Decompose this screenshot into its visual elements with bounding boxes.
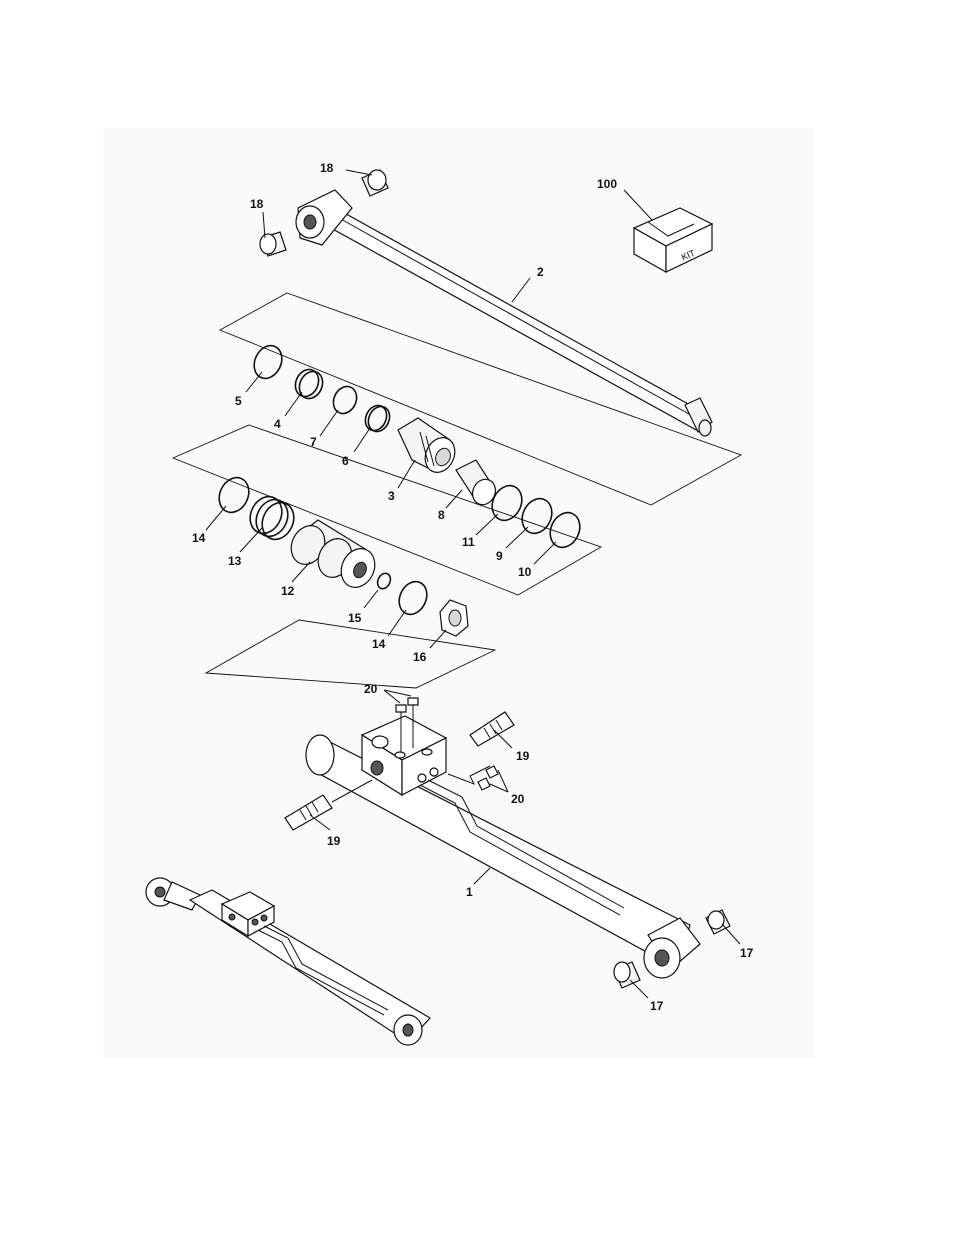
callout-11: 11 (462, 535, 475, 549)
cylinder-barrel (305, 715, 701, 979)
callout-10: 10 (518, 565, 532, 579)
piston-rod (295, 189, 713, 437)
callout-19-left: 19 (327, 834, 341, 848)
seal-plane-upper (218, 292, 743, 506)
barrel-plane (204, 619, 497, 689)
callout-4: 4 (274, 417, 281, 431)
callout-labels: 18 18 100 2 5 4 7 6 3 8 11 9 10 14 13 12… (192, 161, 754, 1013)
seal-6 (364, 404, 391, 433)
leader-lines (205, 169, 741, 999)
ring-10 (549, 511, 581, 549)
callout-13: 13 (228, 554, 242, 568)
bushing-17-right (705, 909, 731, 935)
callout-17-right: 17 (740, 946, 754, 960)
callout-14-left: 14 (192, 531, 206, 545)
bushing-18-top (361, 169, 389, 197)
bolt-20-pair-top (395, 697, 419, 752)
ring-11 (491, 484, 523, 522)
callout-16: 16 (413, 650, 427, 664)
kit-box: KIT (632, 207, 714, 274)
callout-15: 15 (348, 611, 362, 625)
callout-20-top: 20 (364, 682, 378, 696)
ring-5 (253, 344, 283, 380)
callout-12: 12 (281, 584, 295, 598)
callout-8: 8 (438, 508, 445, 522)
assembled-cylinder-view (145, 877, 431, 1046)
callout-18-top: 18 (320, 161, 334, 175)
callout-19-right: 19 (516, 749, 530, 763)
bushing-18-left (259, 231, 287, 257)
callout-14-right: 14 (372, 637, 386, 651)
callout-9: 9 (496, 549, 503, 563)
callout-6: 6 (342, 454, 349, 468)
callout-7: 7 (310, 435, 317, 449)
ring-14-right (398, 580, 428, 616)
callout-17-bottom: 17 (650, 999, 664, 1013)
piston-12 (290, 519, 376, 588)
callout-2: 2 (537, 265, 544, 279)
fitting-19-right (469, 711, 515, 747)
seal-plane-lower (171, 424, 603, 596)
gland-3 (397, 417, 456, 473)
callout-18-left: 18 (250, 197, 264, 211)
callout-100: 100 (597, 177, 617, 191)
bushing-17-left (613, 961, 641, 989)
seal-4 (294, 368, 324, 400)
ring-7 (332, 385, 358, 415)
nut-16 (439, 599, 469, 637)
ring-15 (376, 572, 392, 590)
callout-1: 1 (466, 885, 473, 899)
callout-5: 5 (235, 394, 242, 408)
bolt-20-pair-side (447, 765, 499, 791)
bushing-8 (455, 459, 496, 506)
ring-14-left (218, 476, 250, 514)
fitting-19-left (284, 779, 373, 831)
callout-3: 3 (388, 489, 395, 503)
callout-20-side: 20 (511, 792, 525, 806)
ring-9 (521, 497, 553, 535)
